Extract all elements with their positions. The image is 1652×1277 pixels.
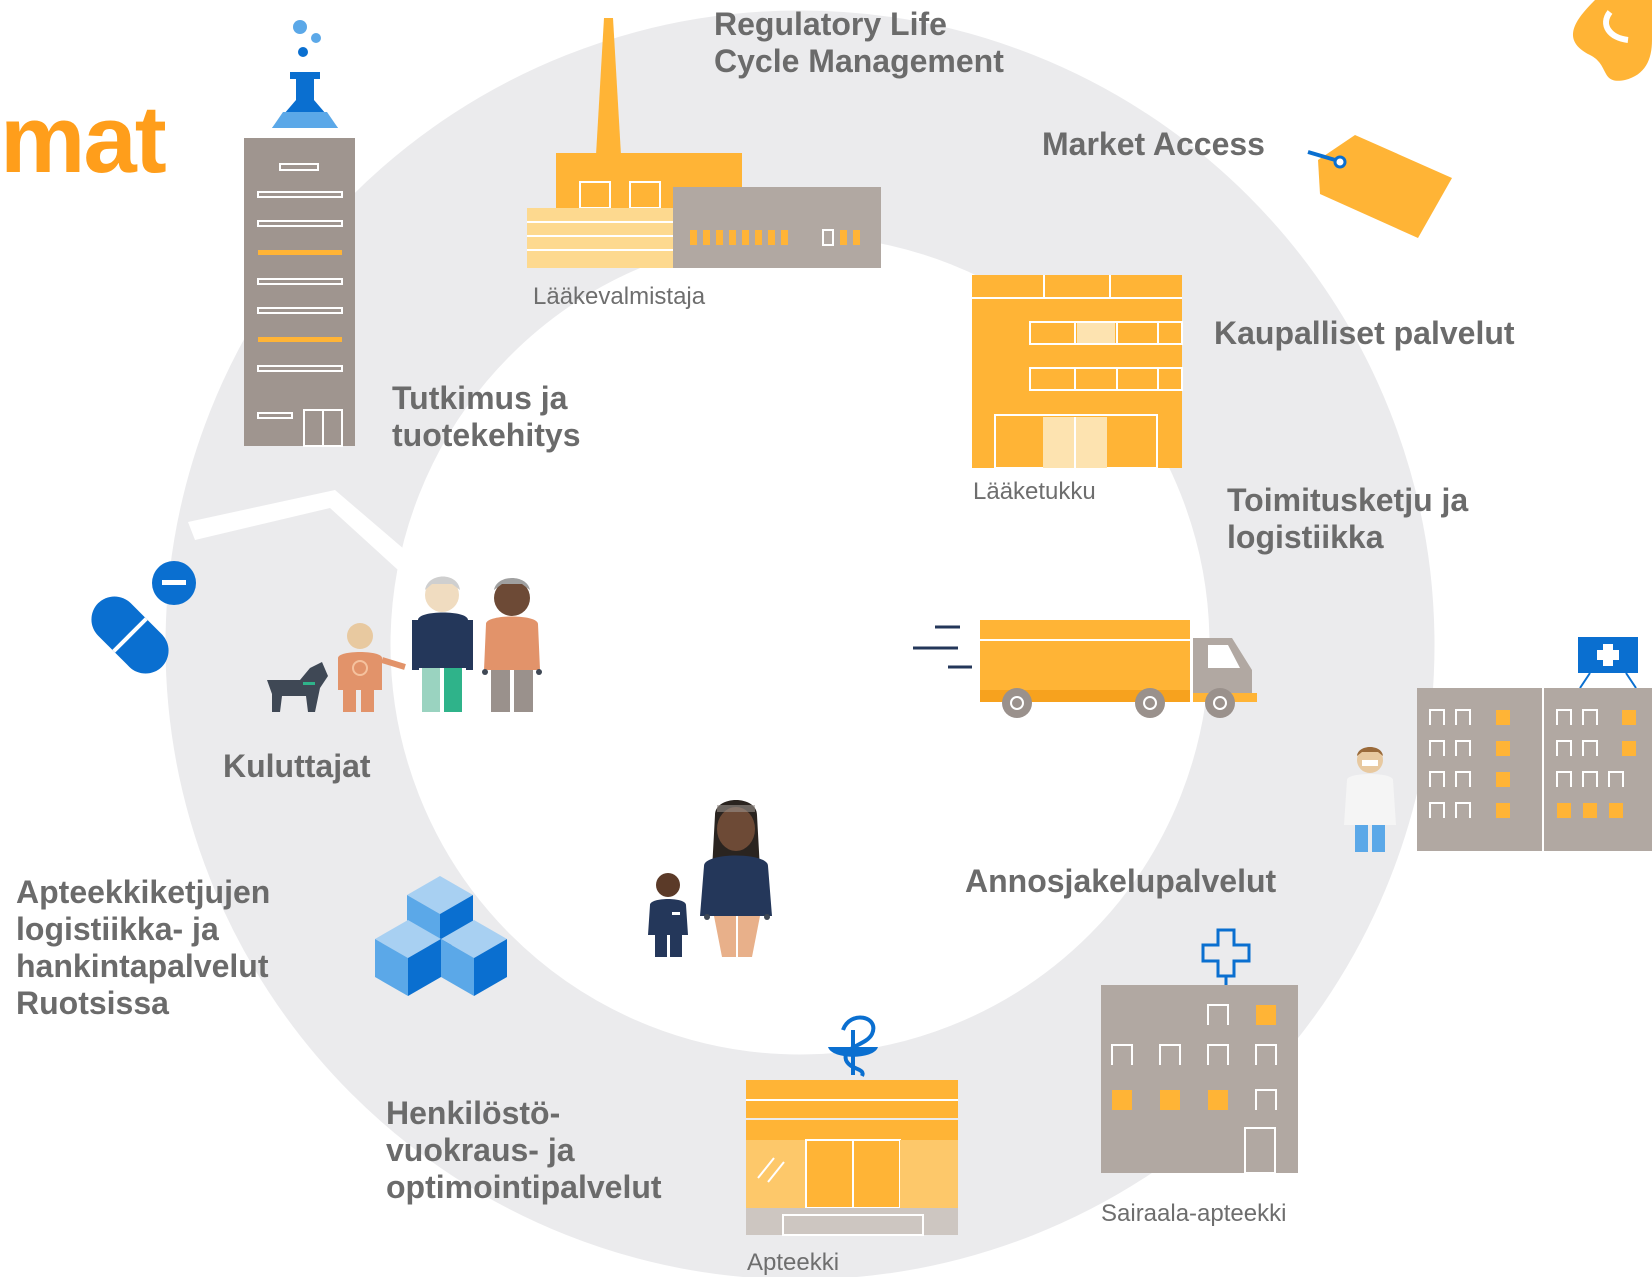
label-consumers: Kuluttajat: [223, 748, 371, 784]
label-regulatory-lifecycle: Regulatory Life Cycle Management: [714, 6, 1004, 79]
pharmacy-building-icon: [746, 1015, 958, 1236]
label-staffing-services: Henkilöstö- vuokraus- ja optimointipalve…: [386, 1095, 662, 1205]
label-market-access: Market Access: [1042, 126, 1265, 162]
caption-hospital-pharmacy: Sairaala-apteekki: [1101, 1200, 1287, 1227]
caption-manufacturer: Lääkevalmistaja: [533, 283, 706, 310]
hospital-pharmacy-building-icon: [1101, 928, 1298, 1174]
factory-icon: [527, 18, 881, 268]
label-pharmacy-chain-logistics-sweden: Apteekkiketjujen logistiikka- ja hankint…: [16, 874, 271, 1021]
research-tower-flask-icon: [244, 20, 355, 447]
label-dose-dispensing: Annosjakelupalvelut: [965, 863, 1277, 899]
family-with-dog-icon: [267, 576, 542, 712]
wholesaler-building-icon: [972, 275, 1183, 469]
mother-and-child-icon: [648, 800, 772, 957]
stacked-cubes-icon: [375, 876, 507, 996]
pill-capsule-icon: [91, 561, 196, 674]
label-commercial-services: Kaupalliset palvelut: [1214, 315, 1515, 351]
label-supply-chain-logistics: Toimitusketju ja logistiikka: [1227, 482, 1469, 555]
page-title-fragment: mat: [0, 86, 167, 193]
label-research-development: Tutkimus ja tuotekehitys: [392, 380, 581, 453]
delivery-truck-icon: [913, 620, 1257, 718]
price-tag-icon: [1307, 135, 1452, 238]
doctor-icon: [1344, 747, 1396, 852]
caption-pharmacy: Apteekki: [747, 1249, 840, 1276]
hospital-icon: [1417, 637, 1652, 851]
brand-logo-icon: [1573, 0, 1652, 81]
caption-wholesaler: Lääketukku: [973, 478, 1096, 505]
